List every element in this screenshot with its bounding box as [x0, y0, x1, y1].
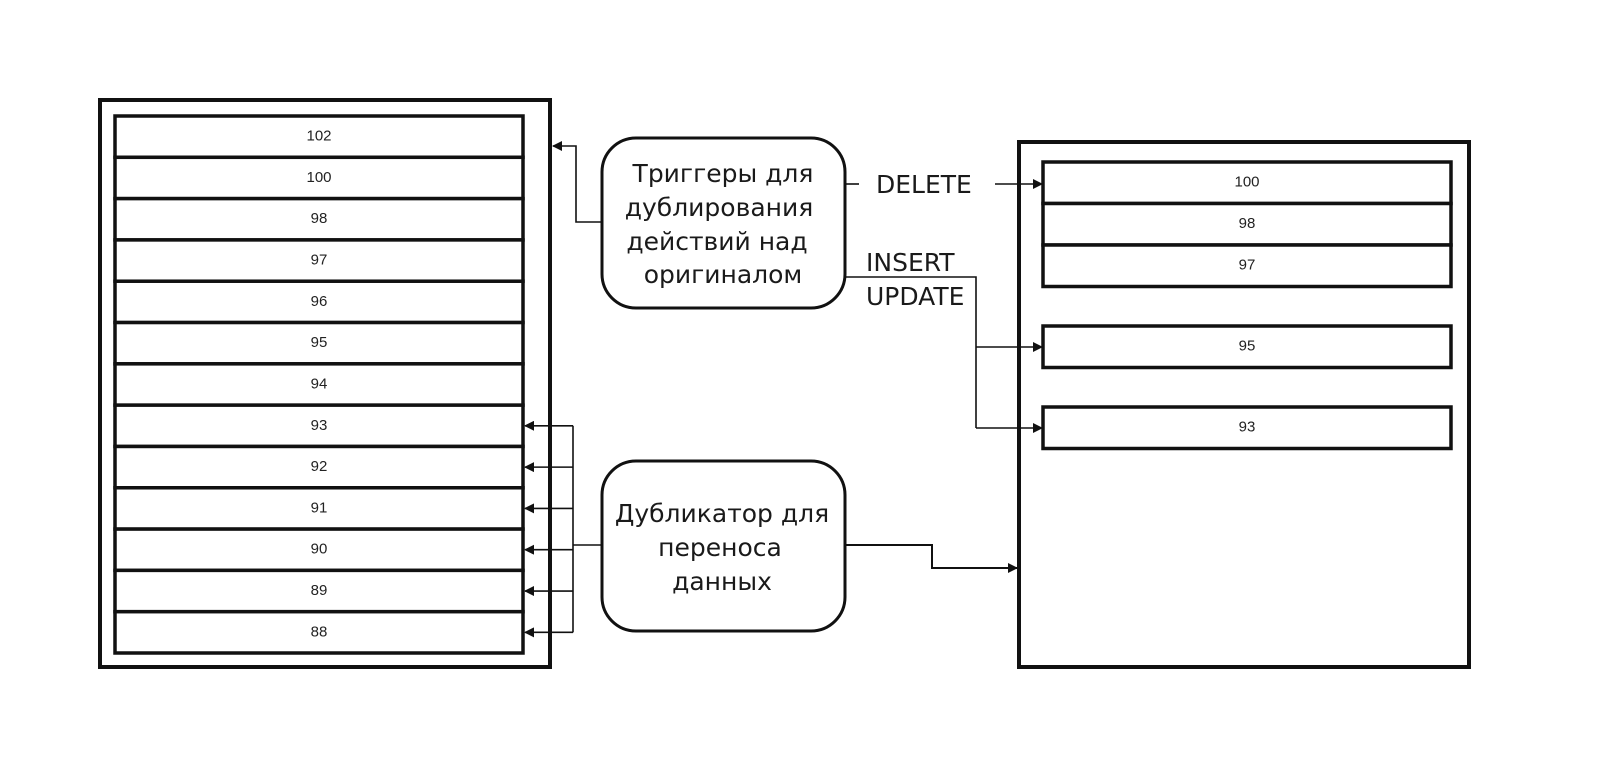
target-row: 93 [1041, 405, 1453, 451]
target-row-box [1041, 405, 1453, 451]
source-row-label: 102 [306, 128, 331, 145]
target-row-label: 98 [1239, 215, 1256, 232]
source-row: 102 [113, 114, 525, 160]
source-row: 90 [113, 527, 525, 573]
target-row-label: 100 [1234, 174, 1259, 191]
triggers-node-line-2: дублирования [625, 193, 814, 222]
target-table: 100 98 97 95 93 [1017, 140, 1471, 669]
target-row: 98 [1041, 201, 1453, 247]
target-row-box [1041, 324, 1453, 370]
source-row: 100 [113, 155, 525, 201]
target-row-box [1041, 243, 1453, 289]
source-row-label: 90 [311, 541, 328, 558]
target-row-box [1041, 201, 1453, 247]
triggers-node-line-4: оригиналом [644, 260, 803, 289]
source-row: 91 [113, 486, 525, 531]
duplicator-node-line-3: данных [672, 567, 772, 596]
source-row-label: 94 [311, 375, 328, 392]
source-row-label: 88 [311, 623, 328, 640]
triggers-node-box [600, 136, 847, 310]
source-row-label: 97 [311, 252, 328, 269]
source-row: 94 [113, 362, 525, 407]
target-row-box [1041, 160, 1453, 206]
source-row-label: 95 [311, 334, 328, 351]
target-row-label: 95 [1239, 338, 1256, 355]
source-table: 102 100 98 97 96 95 94 93 92 91 90 89 88 [98, 98, 552, 669]
duplicator-node-line-1: Дубликатор для [615, 499, 829, 528]
source-row-label: 93 [311, 417, 328, 434]
source-row-label: 92 [311, 458, 328, 475]
target-table-rows: 100 98 97 95 93 [1041, 160, 1453, 451]
source-row: 89 [113, 568, 525, 614]
source-row-label: 100 [306, 169, 331, 186]
source-row: 95 [113, 320, 525, 366]
triggers-node: Триггеры для дублирования действий над о… [600, 136, 847, 310]
source-row-box [113, 362, 525, 407]
triggers-to-source-arrow [552, 141, 602, 223]
source-row-label: 98 [311, 210, 328, 227]
source-row: 96 [113, 279, 525, 325]
source-row-box [113, 486, 525, 531]
insert-update-connector [845, 276, 977, 428]
target-row: 97 [1041, 243, 1453, 289]
target-row: 95 [1041, 324, 1453, 370]
duplicator-node-line-2: переноса [658, 533, 782, 562]
duplicator-to-source-arrows [524, 420, 602, 638]
source-row: 98 [113, 196, 525, 242]
target-row: 100 [1041, 160, 1453, 206]
target-row-label: 93 [1239, 419, 1256, 436]
source-row-box [113, 279, 525, 325]
triggers-node-line-3: действий над [626, 227, 807, 256]
delete-label: DELETE [876, 170, 972, 199]
source-row-box [113, 444, 525, 490]
source-row: 97 [113, 238, 525, 283]
source-row-label: 91 [311, 499, 328, 516]
triggers-node-line-1: Триггеры для [632, 159, 814, 188]
source-row: 93 [113, 403, 525, 449]
source-row-label: 89 [311, 582, 328, 599]
insert-label: INSERT [866, 248, 955, 277]
source-row: 88 [113, 609, 525, 655]
target-row-label: 97 [1239, 257, 1256, 274]
update-label: UPDATE [866, 282, 964, 311]
duplicator-node: Дубликатор для переноса данных [600, 459, 847, 633]
source-row-label: 96 [311, 293, 328, 310]
duplicator-to-target-arrow [845, 544, 1018, 573]
source-row-box [113, 527, 525, 573]
source-row-box [113, 196, 525, 242]
source-table-rows: 102 100 98 97 96 95 94 93 92 91 90 89 88 [113, 114, 525, 655]
source-row: 92 [113, 444, 525, 490]
source-row-box [113, 609, 525, 655]
